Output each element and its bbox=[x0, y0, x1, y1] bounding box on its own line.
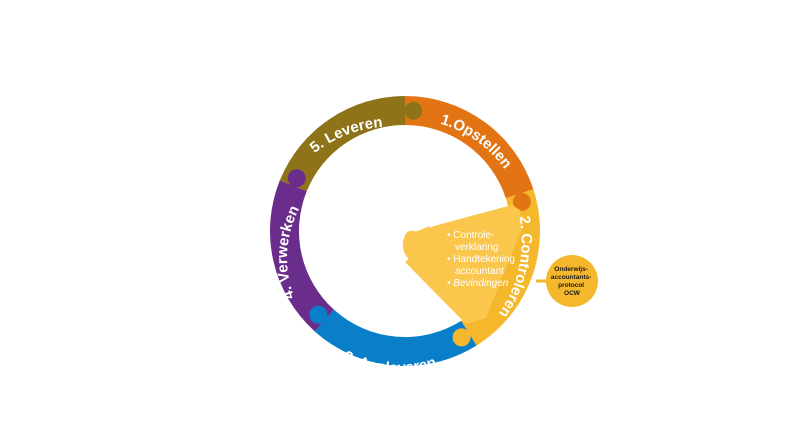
segment-opstellen[interactable] bbox=[405, 96, 534, 199]
puzzle-knob-0 bbox=[404, 101, 423, 120]
wedge-item-3: accountant bbox=[455, 266, 504, 277]
wedge-item-2: • Handtekening bbox=[447, 254, 515, 265]
wedge-item-1: verklaring bbox=[455, 242, 498, 253]
badge-line-0: Onderwijs- bbox=[554, 266, 588, 273]
badge-line-3: OCW bbox=[564, 290, 581, 297]
wedge-item-4: • Bevindingen bbox=[447, 278, 509, 289]
badge-line-2: protocol bbox=[558, 282, 584, 289]
segment-verwerken[interactable] bbox=[270, 180, 335, 332]
controleren-detail-wedge: • Controle- verklaring • Handtekening ac… bbox=[402, 205, 522, 324]
wedge-bullet-list: • Controle- verklaring • Handtekening ac… bbox=[447, 230, 518, 289]
wedge-knob bbox=[402, 226, 441, 262]
puzzle-knob-2 bbox=[452, 328, 471, 347]
wedge-item-0: • Controle- bbox=[447, 230, 494, 241]
badge-text: Onderwijs- accountants- protocol OCW bbox=[551, 266, 593, 297]
segment-leveren[interactable] bbox=[279, 95, 405, 192]
segment-aanleveren[interactable] bbox=[314, 309, 477, 366]
puzzle-knob-1 bbox=[512, 192, 531, 211]
puzzle-knobs bbox=[287, 101, 531, 347]
ocw-protocol-badge[interactable]: Onderwijs- accountants- protocol OCW bbox=[536, 255, 598, 307]
badge-line-1: accountants- bbox=[551, 274, 591, 281]
badge-circle bbox=[546, 255, 598, 307]
puzzle-knob-3 bbox=[309, 305, 328, 324]
puzzle-knob-4 bbox=[287, 169, 306, 188]
wedge-shape bbox=[404, 205, 522, 324]
